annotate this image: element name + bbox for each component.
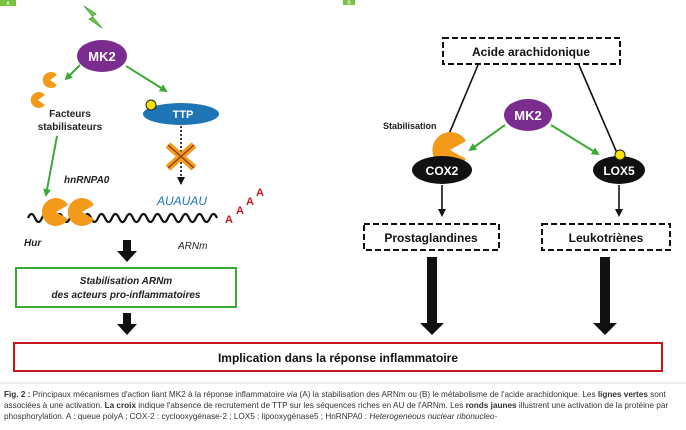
caption-lignes: lignes vertes [597,390,648,399]
down-arrow-leukotrienes [593,257,617,335]
panel-a-label: A [6,1,10,7]
caption-t5: illustrent une activation de la protéine… [4,401,669,421]
implication-box: Implication dans la réponse inflammatoir… [13,342,663,372]
figure-caption: Fig. 2 : Principaux mécanismes d'action … [4,389,684,422]
panel-b-badge: B [343,0,355,7]
mk2-node-b: MK2 [504,99,552,131]
cross-icon [165,142,197,171]
caption-ronds: ronds jaunes [465,401,517,410]
hur-label: Hur [24,238,42,249]
lox5-node: LOX5 [593,156,645,184]
mk2-label-a: MK2 [88,49,115,64]
hur-pacman-icon-1 [41,197,68,227]
factor-pacman-icon-2 [30,91,45,108]
caption-hetero: Heterogeneous nuclear ribonucleo- [369,412,498,421]
arnm-label: ARNm [177,241,207,252]
facteurs-label-line1: Facteurs [49,109,91,120]
stabilisation-box: Stabilisation ARNm des acteurs pro-infla… [15,267,237,308]
factor-pacman-icon-1 [42,72,57,88]
caption-t2: (A) la stabilisation des ARNm ou (B) le … [297,390,598,399]
down-arrow-mrna [117,240,137,262]
cox2-node: COX2 [412,156,472,184]
mk2-node-a: MK2 [77,40,127,72]
phosphorylation-dot-lox5 [614,149,626,161]
lightning-icon [83,5,103,29]
caption-croix: La croix [104,401,136,410]
down-arrow-prostaglandines [420,257,444,335]
polya-a-4: A [256,187,264,199]
acide-label: Acide arachidonique [472,45,590,59]
facteurs-label-line2: stabilisateurs [38,122,103,133]
caption-t3: sont associées à une activation. [4,390,666,410]
prostaglandines-label: Prostaglandines [384,231,478,245]
auauau-label: AUAUAU [156,194,207,208]
stabilisation-line1: Stabilisation ARNm [80,276,173,287]
implication-label: Implication dans la réponse inflammatoir… [218,351,458,365]
acide-box: Acide arachidonique [442,37,621,65]
mrna-strand [26,212,219,224]
diagram-canvas: A B MK2 Facteurs stabilisateurs TTP hnRN… [0,0,686,384]
caption-t1: Principaux mécanismes d'action liant MK2… [30,390,287,399]
cox2-label: COX2 [426,164,459,178]
polya-a-1: A [225,214,233,226]
activation-arrow-mk2-ttp [125,65,168,93]
lox5-label: LOX5 [603,164,635,178]
polya-a-3: A [246,196,254,208]
mk2-label-b: MK2 [514,108,541,123]
ttp-node: TTP [143,103,219,125]
leukotrienes-label: Leukotriènes [569,231,644,245]
leukotrienes-box: Leukotriènes [541,223,671,251]
caption-fig: Fig. 2 : [4,390,31,399]
hnrnpa0-label: hnRNPA0 [64,175,110,186]
down-arrow-stabilisation [117,313,137,335]
polya-a-2: A [236,205,244,217]
stabilisation-line2: des acteurs pro-inflammatoires [52,290,201,301]
hur-pacman-icon-2 [67,197,94,227]
ttp-label: TTP [173,109,194,121]
arrow-acide-lox5 [578,64,618,154]
caption-t4: indique l'absence de recrutement de TTP … [136,401,466,410]
activation-arrow-facteurs-hur [43,135,58,197]
stabilisation-label-b: Stabilisation [383,121,437,131]
panel-b-label: B [347,1,351,7]
phosphorylation-dot-ttp [145,99,157,111]
activation-arrow-mk2-facteurs [64,64,81,81]
caption-via: via [286,390,298,399]
prostaglandines-box: Prostaglandines [363,223,500,251]
activation-arrow-mk2-lox5 [550,124,600,156]
panel-a-badge: A [0,0,16,7]
activation-arrow-mk2-cox2 [468,124,506,152]
